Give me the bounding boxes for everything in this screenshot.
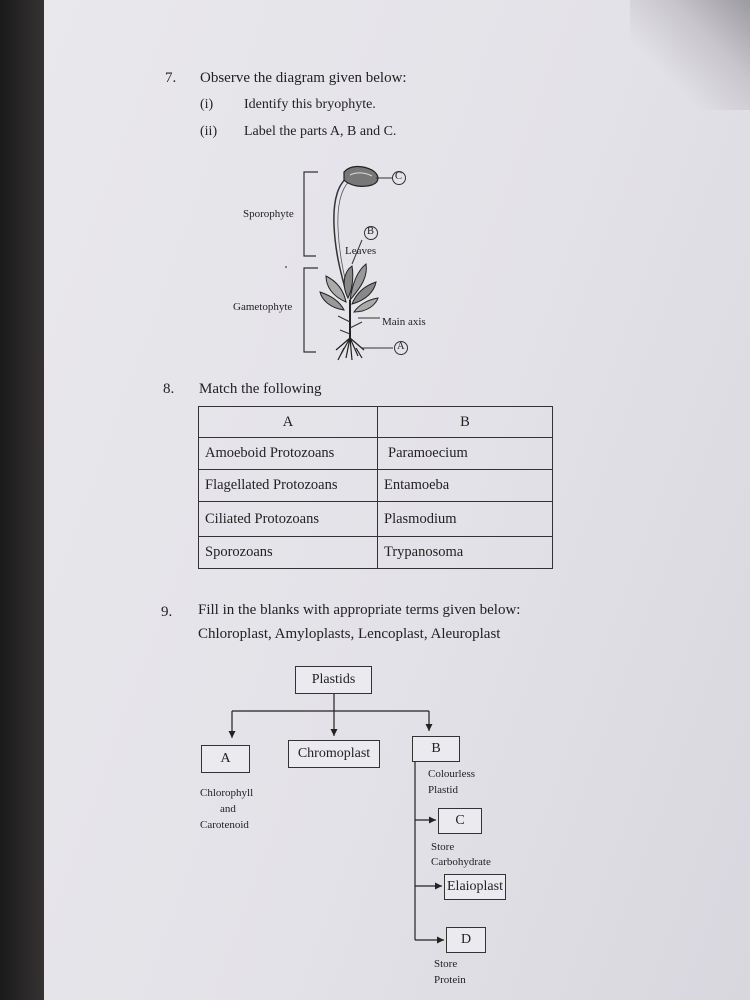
elaioplast-box: Elaioplast xyxy=(444,874,506,900)
label-main-axis: Main axis xyxy=(382,316,426,328)
match-table: A B Amoeboid Protozoans Paramoecium Flag… xyxy=(198,406,553,569)
table-cell: Trypanosoma xyxy=(377,536,553,569)
plastids-box: Plastids xyxy=(295,666,372,694)
table-cell: Plasmodium xyxy=(377,501,553,537)
column-header-b: B xyxy=(377,406,553,438)
table-row: Flagellated Protozoans Entamoeba xyxy=(198,469,553,502)
table-cell: Amoeboid Protozoans xyxy=(198,437,378,470)
label-sporophyte: Sporophyte xyxy=(243,208,294,220)
q9-terms: Chloroplast, Amyloplasts, Lencoplast, Al… xyxy=(198,626,501,642)
q7-part-2-text: Label the parts A, B and C. xyxy=(244,124,397,139)
table-cell: Paramoecium xyxy=(377,437,553,470)
page-corner-shadow xyxy=(630,0,750,110)
marker-b: B xyxy=(367,226,375,237)
d-note-line-2: Protein xyxy=(434,974,466,986)
table-row: Ciliated Protozoans Plasmodium xyxy=(198,501,553,537)
a-note-line-3: Carotenoid xyxy=(200,819,249,831)
blank-box-d: D xyxy=(446,927,486,953)
table-row: Sporozoans Trypanosoma xyxy=(198,536,553,569)
blank-box-a: A xyxy=(201,745,250,773)
b-note-line-1: Colourless xyxy=(428,768,476,780)
background-edge xyxy=(0,0,50,1000)
q7-stem: Observe the diagram given below: xyxy=(200,70,407,86)
table-row: Amoeboid Protozoans Paramoecium xyxy=(198,437,553,470)
blank-box-c: C xyxy=(438,808,482,834)
q7-part-1-text: Identify this bryophyte. xyxy=(244,97,376,112)
b-note-line-2: Plastid xyxy=(428,784,458,796)
chromoplast-box: Chromoplast xyxy=(288,740,380,768)
q8-number: 8. xyxy=(163,381,175,397)
c-note-line-1: Store xyxy=(431,841,455,853)
d-note-line-1: Store xyxy=(434,958,458,970)
q7-part-1-num: (i) xyxy=(200,97,214,112)
table-cell: Sporozoans xyxy=(198,536,378,569)
q7-part-2-num: (ii) xyxy=(200,124,218,139)
label-leaves: Leaves xyxy=(345,245,377,257)
marker-c: C xyxy=(395,171,403,182)
a-note-line-2: and xyxy=(220,803,236,815)
table-cell: Flagellated Protozoans xyxy=(198,469,378,502)
label-gametophyte: Gametophyte xyxy=(233,301,293,313)
q8-stem: Match the following xyxy=(199,381,322,397)
q9-number: 9. xyxy=(161,604,173,620)
blank-box-b: B xyxy=(412,736,460,762)
marker-a: A xyxy=(397,341,405,352)
q9-stem: Fill in the blanks with appropriate term… xyxy=(198,602,521,618)
a-note-line-1: Chlorophyll xyxy=(200,787,254,799)
q7-number: 7. xyxy=(165,70,177,86)
c-note-line-2: Carbohydrate xyxy=(431,856,491,868)
